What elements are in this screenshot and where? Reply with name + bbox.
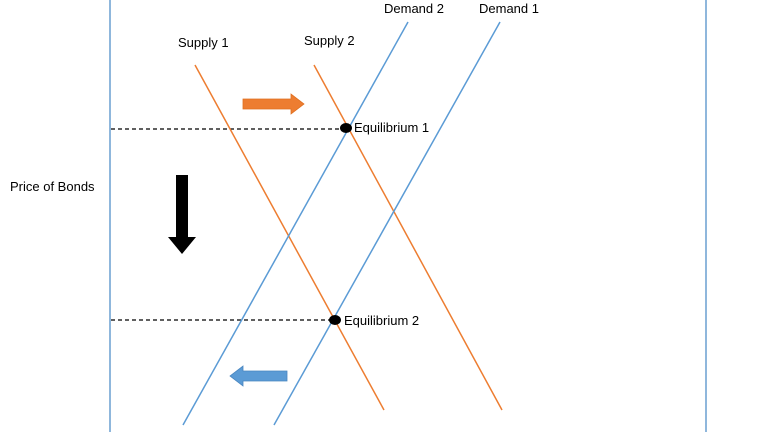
supply-2-label: Supply 2: [304, 33, 355, 48]
equilibrium-1-point: [340, 123, 352, 133]
demand-2-label: Demand 2: [384, 1, 444, 16]
demand-1-curve: [273, 21, 501, 426]
demand-1-label: Demand 1: [479, 1, 539, 16]
demand-shift-arrow-icon: [229, 365, 288, 387]
demand-2-curve: [182, 21, 409, 426]
supply-1-curve: [194, 64, 385, 411]
equilibrium-1-label: Equilibrium 1: [354, 120, 429, 135]
supply-1-label: Supply 1: [178, 35, 229, 50]
equilibrium-2-label: Equilibrium 2: [344, 313, 419, 328]
supply-shift-arrow-icon: [242, 93, 305, 115]
supply-2-curve: [313, 64, 503, 411]
y-axis-label: Price of Bonds: [10, 179, 95, 194]
equilibrium-2-point: [329, 315, 341, 325]
price-drop-arrow-icon: [168, 175, 196, 254]
